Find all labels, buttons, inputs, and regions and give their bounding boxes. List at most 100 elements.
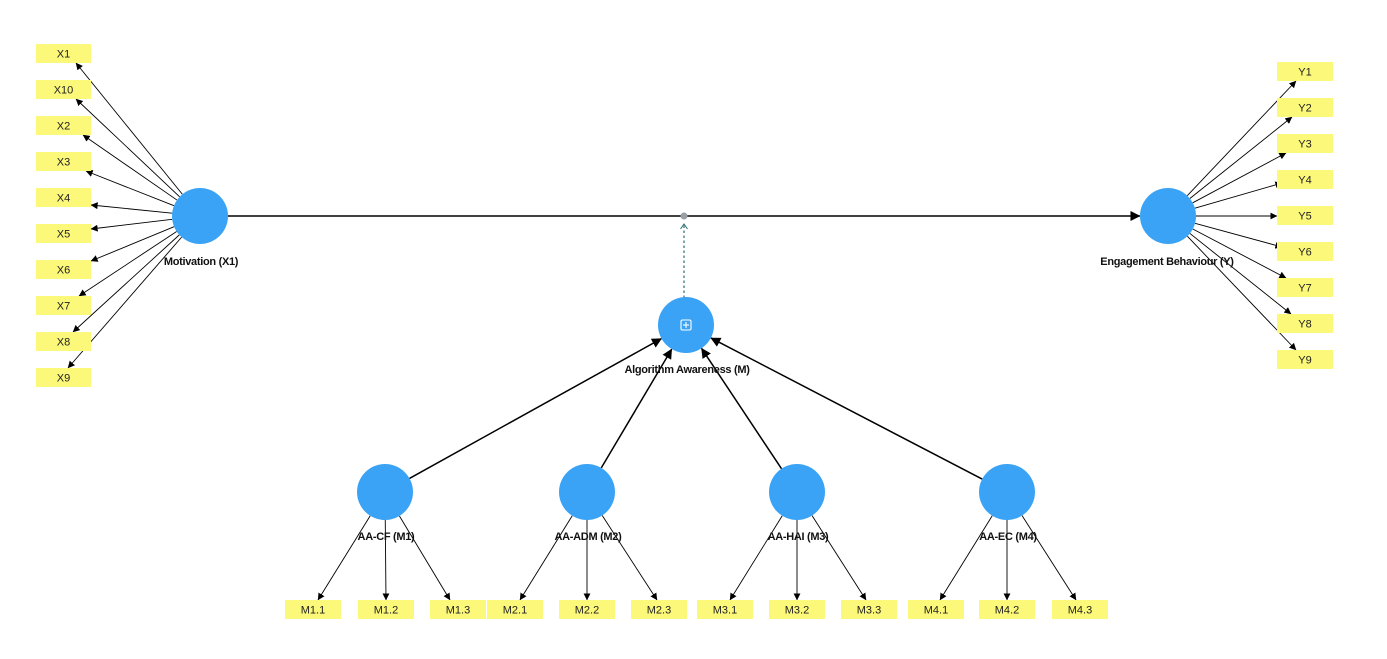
svg-text:M1.2: M1.2 (374, 605, 398, 617)
edges-layer (67, 62, 1297, 601)
svg-text:M1.1: M1.1 (301, 605, 325, 617)
indicator-m2-3[interactable]: M2.3 (631, 600, 687, 619)
indicator-m2-2[interactable]: M2.2 (559, 600, 615, 619)
latent-motivation[interactable]: Motivation (X1) (164, 188, 239, 268)
loading-arrow-m4-3[interactable] (1021, 515, 1077, 601)
latent-algorithm-awareness-label: Algorithm Awareness (M) (624, 364, 750, 376)
latent-aa-hai[interactable]: AA-HAI (M3) (768, 464, 829, 543)
indicator-x8[interactable]: X8 (36, 332, 91, 351)
indicator-y3[interactable]: Y3 (1277, 134, 1333, 153)
loading-arrow-y7[interactable] (1192, 228, 1287, 279)
indicator-m3-3[interactable]: M3.3 (841, 600, 897, 619)
latent-engagement-label: Engagement Behaviour (Y) (1100, 256, 1234, 268)
indicator-m2-1[interactable]: M2.1 (487, 600, 543, 619)
svg-text:X7: X7 (57, 301, 70, 313)
loading-arrow-x6[interactable] (90, 226, 175, 262)
structural-path-m2-to-m[interactable] (600, 348, 673, 469)
loading-arrow-x10[interactable] (75, 98, 180, 198)
loading-arrow-m2-3[interactable] (601, 515, 658, 601)
latent-motivation-circle[interactable] (172, 188, 228, 244)
latent-engagement-circle[interactable] (1140, 188, 1196, 244)
loading-arrow-y4[interactable] (1194, 181, 1283, 209)
latent-aa-cf-label: AA-CF (M1) (358, 531, 416, 543)
loading-arrow-m1-1[interactable] (317, 515, 371, 601)
loading-arrow-m3-1[interactable] (729, 515, 783, 601)
indicator-m1-3[interactable]: M1.3 (430, 600, 486, 619)
indicator-y9[interactable]: Y9 (1277, 350, 1333, 369)
svg-text:Y4: Y4 (1298, 175, 1311, 187)
indicator-x9[interactable]: X9 (36, 368, 91, 387)
structural-path-m3-to-m[interactable] (700, 347, 783, 470)
loading-arrow-m1-3[interactable] (399, 515, 451, 601)
indicator-x1[interactable]: X1 (36, 44, 91, 63)
indicator-m4-3[interactable]: M4.3 (1052, 600, 1108, 619)
svg-text:Y3: Y3 (1298, 139, 1311, 151)
svg-text:M4.1: M4.1 (924, 605, 948, 617)
loading-arrow-x7[interactable] (78, 231, 177, 297)
loading-arrow-m2-1[interactable] (519, 515, 573, 601)
loading-arrow-x2[interactable] (82, 134, 178, 201)
svg-text:M2.3: M2.3 (647, 605, 671, 617)
indicator-m4-2[interactable]: M4.2 (979, 600, 1035, 619)
svg-text:X5: X5 (57, 229, 70, 241)
structural-path-m1-to-m[interactable] (409, 337, 662, 480)
latent-aa-adm-circle[interactable] (559, 464, 615, 520)
expand-icon[interactable] (680, 319, 692, 331)
structural-path-m4-to-m[interactable] (710, 337, 983, 480)
indicator-y1[interactable]: Y1 (1277, 62, 1333, 81)
latent-algorithm-awareness[interactable]: Algorithm Awareness (M) (624, 297, 750, 376)
indicator-group-m4: M4.1 M4.2 M4.3 (908, 600, 1108, 619)
loading-arrow-m4-1[interactable] (939, 515, 993, 601)
indicator-m3-1[interactable]: M3.1 (697, 600, 753, 619)
latent-aa-cf[interactable]: AA-CF (M1) (357, 464, 415, 543)
loading-arrow-m1-2[interactable] (382, 519, 390, 601)
latent-aa-hai-circle[interactable] (769, 464, 825, 520)
loading-arrow-x3[interactable] (85, 170, 175, 207)
moderation-link[interactable] (680, 212, 688, 299)
indicator-y6[interactable]: Y6 (1277, 242, 1333, 261)
indicator-x3[interactable]: X3 (36, 152, 91, 171)
indicator-m3-2[interactable]: M3.2 (769, 600, 825, 619)
latent-engagement-behaviour[interactable]: Engagement Behaviour (Y) (1100, 188, 1235, 268)
svg-text:X3: X3 (57, 157, 70, 169)
svg-text:Y8: Y8 (1298, 319, 1311, 331)
indicator-m1-2[interactable]: M1.2 (358, 600, 414, 619)
indicator-x10[interactable]: X10 (36, 80, 91, 99)
indicator-y2[interactable]: Y2 (1277, 98, 1333, 117)
loading-arrow-x8[interactable] (72, 234, 180, 333)
latent-aa-ec-circle[interactable] (979, 464, 1035, 520)
indicator-x6[interactable]: X6 (36, 260, 91, 279)
svg-text:X4: X4 (57, 193, 70, 205)
loading-arrow-y8[interactable] (1189, 233, 1292, 315)
loading-arrow-x1[interactable] (75, 62, 183, 195)
indicator-m1-1[interactable]: M1.1 (285, 600, 341, 619)
indicator-m4-1[interactable]: M4.1 (908, 600, 964, 619)
svg-text:X10: X10 (54, 85, 74, 97)
loading-arrow-y6[interactable] (1194, 222, 1283, 249)
moderation-point[interactable] (680, 212, 688, 220)
svg-text:X9: X9 (57, 373, 70, 385)
indicator-x5[interactable]: X5 (36, 224, 91, 243)
indicator-y4[interactable]: Y4 (1277, 170, 1333, 189)
indicator-x4[interactable]: X4 (36, 188, 91, 207)
loading-arrow-m3-3[interactable] (811, 515, 867, 601)
latent-aa-cf-circle[interactable] (357, 464, 413, 520)
latent-aa-ec[interactable]: AA-EC (M4) (979, 464, 1038, 543)
loading-arrow-y3[interactable] (1192, 152, 1287, 204)
svg-text:M2.2: M2.2 (575, 605, 599, 617)
indicator-group-m3: M3.1 M3.2 M3.3 (697, 600, 897, 619)
indicator-group-m1: M1.1 M1.2 M1.3 (285, 600, 486, 619)
indicator-y7[interactable]: Y7 (1277, 278, 1333, 297)
indicator-y5[interactable]: Y5 (1277, 206, 1333, 225)
indicator-y8[interactable]: Y8 (1277, 314, 1333, 333)
loading-arrow-x5[interactable] (90, 218, 173, 232)
indicator-x7[interactable]: X7 (36, 296, 91, 315)
latent-aa-adm[interactable]: AA-ADM (M2) (555, 464, 623, 543)
loading-arrow-y2[interactable] (1189, 116, 1293, 199)
indicator-x2[interactable]: X2 (36, 116, 91, 135)
indicator-group-m2: M2.1 M2.2 M2.3 (487, 600, 687, 619)
loading-arrow-x4[interactable] (90, 202, 173, 214)
svg-text:M1.3: M1.3 (446, 605, 470, 617)
svg-text:M3.3: M3.3 (857, 605, 881, 617)
